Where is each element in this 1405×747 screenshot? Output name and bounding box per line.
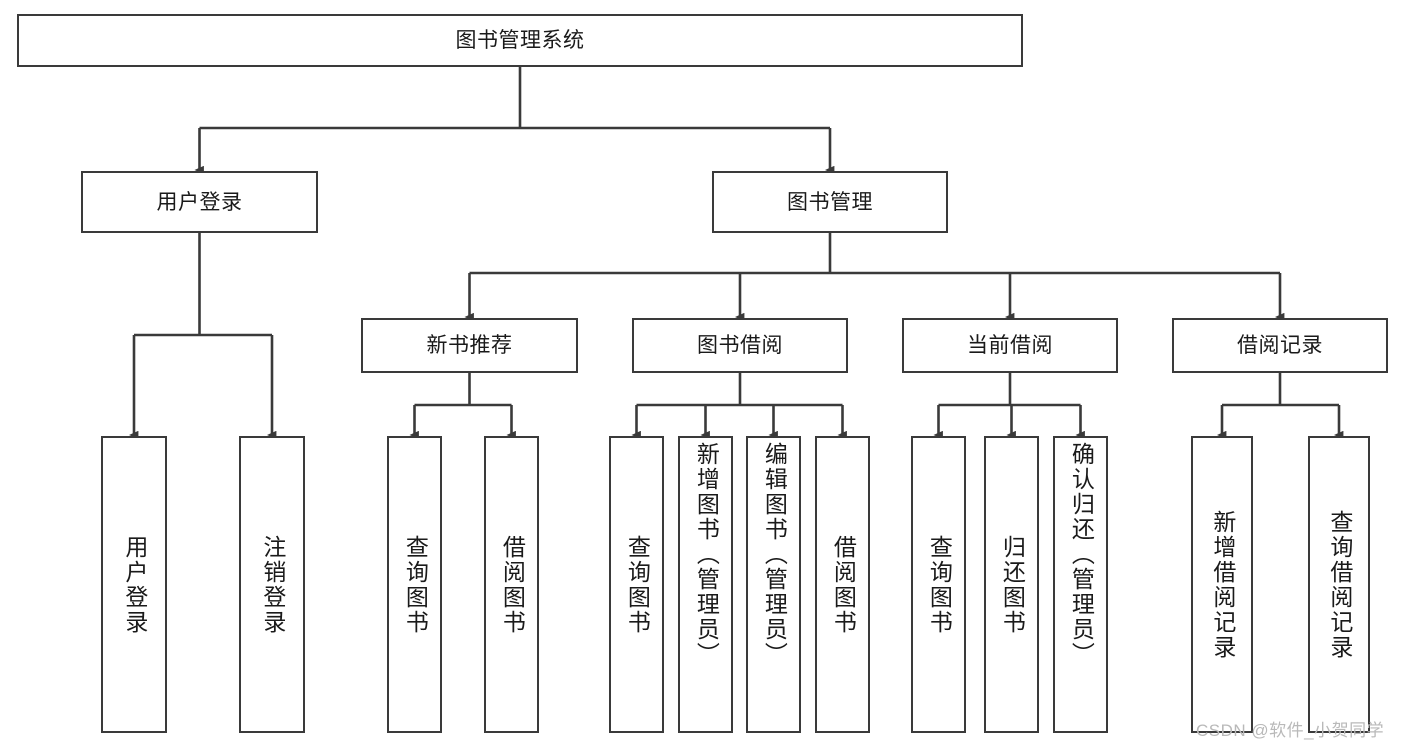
node-leaf-edit-book[interactable]: 编辑图书（管理员） [746, 436, 801, 733]
node-current-borrow-label: 当前借阅 [967, 334, 1053, 357]
csdn-watermark: CSDN @软件_小贺同学 [1196, 721, 1385, 740]
node-current-borrow[interactable]: 当前借阅 [902, 318, 1118, 373]
node-leaf-query-book-1-label: 查询图书 [402, 534, 429, 635]
node-leaf-return-book[interactable]: 归还图书 [984, 436, 1039, 733]
node-borrow-record-label: 借阅记录 [1237, 334, 1323, 357]
node-leaf-edit-book-label: 编辑图书（管理员） [761, 442, 788, 667]
node-root-system[interactable]: 图书管理系统 [17, 14, 1023, 67]
node-book-borrow[interactable]: 图书借阅 [632, 318, 848, 373]
node-leaf-user-login-label: 用户登录 [121, 534, 148, 635]
node-new-book-recommend-label: 新书推荐 [426, 334, 513, 357]
node-leaf-query-book-1[interactable]: 查询图书 [387, 436, 442, 733]
node-book-manage-label: 图书管理 [787, 190, 873, 214]
node-leaf-add-book[interactable]: 新增图书（管理员） [678, 436, 733, 733]
node-root-system-label: 图书管理系统 [455, 29, 585, 52]
node-leaf-query-record-label: 查询借阅记录 [1326, 509, 1353, 660]
node-leaf-user-logout-label: 注销登录 [259, 534, 286, 635]
node-leaf-user-logout[interactable]: 注销登录 [239, 436, 305, 733]
node-leaf-add-book-label: 新增图书（管理员） [693, 442, 720, 667]
node-book-borrow-label: 图书借阅 [697, 334, 783, 357]
node-user-login-label: 用户登录 [156, 190, 243, 214]
node-leaf-return-book-label: 归还图书 [999, 534, 1026, 635]
node-user-login[interactable]: 用户登录 [81, 171, 318, 233]
node-borrow-record[interactable]: 借阅记录 [1172, 318, 1388, 373]
node-leaf-query-book-3[interactable]: 查询图书 [911, 436, 966, 733]
node-leaf-query-book-2[interactable]: 查询图书 [609, 436, 664, 733]
node-leaf-query-book-3-label: 查询图书 [926, 534, 953, 635]
node-leaf-query-book-2-label: 查询图书 [624, 534, 651, 635]
node-leaf-add-record[interactable]: 新增借阅记录 [1191, 436, 1253, 733]
node-leaf-borrow-book-1[interactable]: 借阅图书 [484, 436, 539, 733]
node-leaf-confirm-return-label: 确认归还（管理员） [1068, 442, 1095, 667]
node-leaf-add-record-label: 新增借阅记录 [1209, 509, 1236, 660]
node-new-book-recommend[interactable]: 新书推荐 [361, 318, 578, 373]
node-leaf-query-record[interactable]: 查询借阅记录 [1308, 436, 1370, 733]
node-leaf-user-login[interactable]: 用户登录 [101, 436, 167, 733]
node-leaf-borrow-book-2[interactable]: 借阅图书 [815, 436, 870, 733]
node-leaf-borrow-book-2-label: 借阅图书 [830, 534, 857, 635]
node-book-manage[interactable]: 图书管理 [712, 171, 948, 233]
node-leaf-confirm-return[interactable]: 确认归还（管理员） [1053, 436, 1108, 733]
node-leaf-borrow-book-1-label: 借阅图书 [499, 534, 526, 635]
